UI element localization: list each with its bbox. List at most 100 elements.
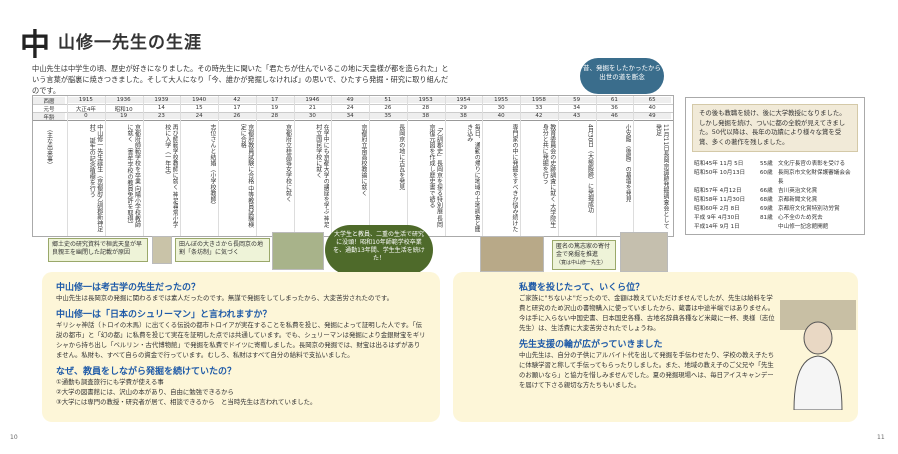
callout-donation-text: 匿名の篤志家の寄付金で発掘を推進 xyxy=(556,243,611,258)
timeline-age: 40 xyxy=(482,113,520,119)
timeline-age: 28 xyxy=(255,113,294,119)
document-photo xyxy=(152,236,172,264)
timeline-era: 15 xyxy=(195,105,203,111)
honor-row: 昭和58年 11月30日 68歳京都新聞文化賞 xyxy=(694,196,856,205)
callout-double-life: 大学生と教員、二重の生活で研究に没頭！昭和10年師範学校卒業を、通勤13年間、学… xyxy=(325,225,433,275)
honor-item: 文化庁長官の表彰を受ける xyxy=(778,161,846,167)
honor-item: 吉川英治文化賞 xyxy=(778,188,818,194)
honor-row: 平成14年 9月 1日中山修一記念館開館 xyxy=(694,223,856,232)
honor-item: 中山修一記念館開館 xyxy=(778,224,829,230)
timeline-age: 38 xyxy=(406,113,445,119)
timeline-event: 在学中にも京都大学の講座を学ぶ 神足村立国民学校に就く xyxy=(314,124,330,228)
timeline-event: 毎日、通勤の帰りに地域の土地調査と聞き込み xyxy=(465,124,481,232)
timeline-era: 30 xyxy=(497,105,505,111)
honor-date: 平成 9年 4月30日 xyxy=(694,215,740,221)
portrait-illustration xyxy=(780,300,856,411)
timeline-year: 42 xyxy=(218,97,256,103)
honor-age: 60歳 xyxy=(759,170,773,176)
timeline-era: 26 xyxy=(384,105,392,111)
timeline-side-label: （主な出来事） xyxy=(45,126,53,168)
timeline-era: 昭和10 xyxy=(114,107,133,113)
honor-age: 68歳 xyxy=(760,197,773,203)
timeline-age: 35 xyxy=(369,113,407,119)
timeline-age: 0 xyxy=(67,113,105,119)
timeline-event: 専門家の中に発掘をすべきか悩み続けた xyxy=(511,124,518,232)
timeline-year: 1915 xyxy=(67,97,105,103)
timeline-year: 1958 xyxy=(520,97,558,103)
timeline-era: 36 xyxy=(610,105,618,111)
timeline-year: 1953 xyxy=(406,97,445,103)
qa-question: 先生支援の輪が広がっていきました xyxy=(519,340,663,350)
timeline-event: 中山修一先生誕生（京都府乙訓郡新神足村） 誕生の記念植樹を行う xyxy=(88,124,103,232)
qa-question: 私費を投じたって、いくら位？ xyxy=(519,283,645,293)
timeline-year: 1940 xyxy=(180,97,218,103)
honor-age: 81歳 xyxy=(760,215,773,221)
timeline-year: 49 xyxy=(331,97,369,103)
honor-date: 昭和60年 2月 8日 xyxy=(694,206,740,212)
timeline-event: 長岡京の地に古瓦を発見 xyxy=(397,124,405,190)
timeline-event: 京都府立南高校教諭に就く xyxy=(360,124,367,196)
timeline-year: 1955 xyxy=(482,97,520,103)
honors-box: その後も教職を続け、後に大学教授になりました。しかし発掘を続け、ついに都の全貌が… xyxy=(685,97,865,235)
qa-question: なぜ、教員をしながら発掘を続けていたの？ xyxy=(56,367,237,377)
timeline-era: 40 xyxy=(648,105,656,111)
intro-text: 中山先生は中学生の頃、歴史が好きになりました。その時先生に聞いた「君たちが住んで… xyxy=(32,64,449,95)
field-photo xyxy=(272,232,324,270)
timeline-event: 京都府立桂高等女学校に就く xyxy=(284,124,292,202)
timeline-event: 小安殿（後殿）の基壇を発見 xyxy=(624,124,632,202)
qa-answer: 中山先生は長岡京の発掘に関わるまでは素人だったのです。無謀で発掘をしてしまったか… xyxy=(56,294,393,302)
timeline-event: 教育委員会の史跡調査に就く 大学院生身分と共に発掘を行う xyxy=(541,124,556,228)
timeline-age: 34 xyxy=(331,113,369,119)
timeline-year: 65 xyxy=(633,97,671,103)
honor-item: 京都新聞文化賞 xyxy=(778,197,818,203)
timeline-year: 59 xyxy=(557,97,596,103)
qa-answer: ①通勤も調査旅行にも学費が使える事 ②大学の図書館には、沢山の本があり、自由に勉… xyxy=(56,378,317,406)
honor-age xyxy=(760,223,778,232)
row-label-era: 元号 xyxy=(43,107,55,113)
callout-career: 昔、発掘をしたかったから出世の道を断念 xyxy=(580,58,664,94)
excavation-photo xyxy=(480,236,544,272)
timeline-year: 51 xyxy=(369,97,407,103)
honors-intro: その後も教職を続け、後に大学教授になりました。しかし発掘を続け、ついに都の全貌が… xyxy=(692,104,858,152)
callout-jobo: 田んぼの大きさから長岡京の地割「条坊制」に気づく xyxy=(175,238,270,262)
timeline-age: 30 xyxy=(293,113,332,119)
honor-row: 平成 9年 4月30日 81歳心不全のため死去 xyxy=(694,214,856,223)
timeline-era: 19 xyxy=(271,105,279,111)
timeline-age: 46 xyxy=(595,113,634,119)
timeline-year: 17 xyxy=(255,97,294,103)
honor-age: 55歳 xyxy=(760,161,773,167)
timeline-event: 「乙訓郡史」長岡京を探る特別展 長岡京復元図を作成し歴史書で語る xyxy=(428,124,443,228)
honor-item: 京都府文化賞特別功労賞 xyxy=(778,206,840,212)
timeline-era: 28 xyxy=(422,105,430,111)
page-number-left: 10 xyxy=(10,434,18,441)
timeline-event: 11月11日長岡京遺跡発掘調査会として発足 xyxy=(654,124,670,230)
timeline-era: 17 xyxy=(233,105,241,111)
timeline-age: 23 xyxy=(142,113,181,119)
qa-question: 中山修一は「日本のシュリーマン」と言われますか？ xyxy=(56,310,272,320)
title-initial: 中 xyxy=(20,28,50,63)
callout-research: 郷土史の研究資料で桓武天皇が早良親王を幽閉した記載が原因 xyxy=(48,238,148,262)
timeline-year: 61 xyxy=(595,97,634,103)
timeline-age: 49 xyxy=(633,113,671,119)
page-title: 山修一先生の生涯 xyxy=(58,33,202,53)
qa-answer: ご家族に"ちないよ"だったので、金額は教えていただけませんでしたが、先生は給料を… xyxy=(519,294,775,332)
honor-date: 昭和57年 4月12日 xyxy=(694,188,742,194)
row-label-year: 西暦 xyxy=(33,97,65,105)
qa-answer: ギリシャ神話（トロイの木馬）に出てくる伝説の都市トロイアが実在することを私費を投… xyxy=(56,321,426,359)
qa-right-panel: 私費を投じたって、いくら位？ご家族に"ちないよ"だったので、金額は教えていただけ… xyxy=(453,272,858,422)
timeline-year: 1936 xyxy=(104,97,143,103)
row-label-age: 年齢 xyxy=(33,113,65,121)
timeline-event: 京都府教員試験に合格 中等教員試験検定に合格 xyxy=(239,124,254,228)
timeline-era: 14 xyxy=(157,105,165,111)
honor-item: 心不全のため死去 xyxy=(778,215,823,221)
callout-donation: 匿名の篤志家の寄付金で発掘を推進 （寛は中山修一先生） xyxy=(552,240,616,270)
timeline-age: 24 xyxy=(180,113,218,119)
timeline-era: 34 xyxy=(573,105,581,111)
timeline-era: 大正4年 xyxy=(75,107,96,113)
qa-left-panel: 中山修一は考古学の先生だったの？中山先生は長岡京の発掘に関わるまでは素人だったの… xyxy=(42,272,440,422)
honor-date: 昭和58年 11月30日 xyxy=(694,197,746,203)
